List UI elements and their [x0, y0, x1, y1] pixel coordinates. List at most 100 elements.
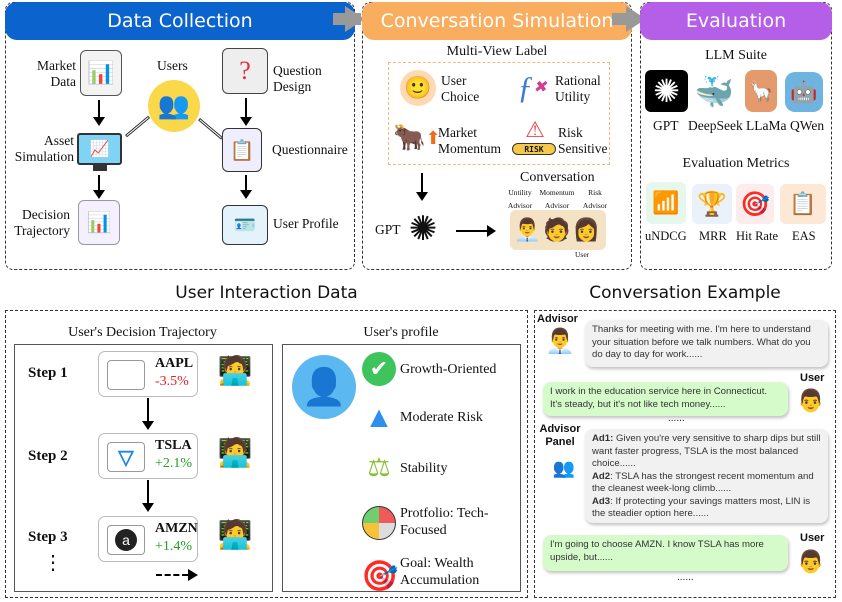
- ad1-message: Ad1: Given you're very sensitive to shar…: [592, 433, 821, 469]
- flow-arrow-icon: [345, 6, 365, 32]
- arrow-down: [142, 480, 154, 512]
- arrow-down: [93, 100, 105, 126]
- monitor-chart-icon: 📈: [77, 133, 122, 165]
- stock-card-aapl: AAPL -3.5%: [98, 351, 198, 397]
- hit-rate-target-icon: 🎯: [736, 184, 774, 224]
- advisor-label-risk: Risk Advisor: [582, 188, 608, 210]
- price-change: -3.5%: [155, 374, 189, 389]
- conversation-example-panel: [534, 310, 836, 598]
- stability-scale-icon: ⚖: [367, 453, 391, 482]
- price-change: +1.4%: [155, 539, 193, 554]
- openai-logo-icon: ✺: [408, 211, 438, 248]
- growth-check-icon: ✔: [362, 352, 396, 386]
- arrow-down: [240, 175, 252, 199]
- user-profile-icon: 🪪: [222, 205, 268, 245]
- profile-portfolio: Protfolio: Tech-Focused: [400, 506, 489, 538]
- trajectory-title: User's Decision Trajectory: [68, 325, 217, 340]
- profile-growth-oriented: Growth-Oriented: [400, 362, 497, 377]
- user-label: User: [800, 532, 825, 544]
- model-deepseek: DeepSeek: [688, 118, 743, 133]
- stock-card-amzn: a AMZN +1.4%: [98, 516, 198, 562]
- multi-view-label-box: [388, 62, 610, 165]
- user-laptop-icon: 🧑‍💻: [217, 438, 253, 469]
- arrow-down: [93, 175, 105, 199]
- advisor-label-utility: Untility Advisor: [507, 188, 533, 210]
- deepseek-whale-icon: 🐳: [694, 74, 734, 110]
- gpt-logo-icon: ✺: [645, 70, 688, 112]
- metric-mrr: MRR: [699, 229, 727, 243]
- stock-card-tsla: ▽ TSLA +2.1%: [98, 433, 198, 479]
- advisor-meeting-scene-icon: 👨‍💼🧑👩: [510, 210, 606, 250]
- user-avatar: 👨: [797, 549, 825, 574]
- market-data-label: Market Data: [37, 58, 76, 89]
- model-gpt: GPT: [653, 118, 679, 133]
- asset-simulation-label: Asset Simulation: [14, 133, 74, 164]
- tesla-logo-icon: ▽: [107, 442, 145, 472]
- ticker: TSLA: [155, 438, 192, 453]
- ad2-message: Ad2: TSLA has the strongest recent momen…: [592, 470, 814, 495]
- conversation-example-title: Conversation Example: [589, 283, 781, 303]
- moderate-risk-icon: ▲: [364, 401, 394, 434]
- user-profile-label: User Profile: [273, 216, 339, 231]
- user-choice-icon: 🙂: [400, 70, 436, 106]
- risk-warning-icon: ⚠: [525, 117, 545, 142]
- function-icon: ƒ✖: [517, 68, 547, 105]
- user-interaction-title: User Interaction Data: [175, 283, 358, 303]
- advisor-avatar: 👨‍💼: [545, 328, 575, 355]
- model-llama: LLaMa: [746, 118, 787, 133]
- bull-icon: 🐂⬆: [393, 123, 441, 152]
- advisor-panel-avatars: 👥: [552, 457, 576, 478]
- metric-eas: EAS: [792, 229, 816, 243]
- user-interaction-panel: [5, 310, 528, 598]
- decision-trajectory-icon: 📊: [78, 200, 120, 245]
- user-message: I'm going to choose AMZN. I know TSLA ha…: [543, 535, 788, 571]
- label-rational-utility: Rational Utility: [555, 73, 601, 104]
- model-qwen: QWen: [790, 118, 825, 133]
- arrow-right: [456, 225, 496, 237]
- evaluation-metrics-title: Evaluation Metrics: [682, 156, 790, 171]
- questionnaire-label: Questionnaire: [272, 142, 348, 157]
- mrr-trophy-icon: 🏆: [692, 184, 732, 224]
- continue-dashed-arrow: [156, 574, 188, 576]
- label-risk-sensitive: Risk Sensitive: [558, 125, 608, 156]
- step-2-label: Step 2: [28, 448, 68, 464]
- llama-icon: 🦙: [745, 70, 777, 112]
- questionnaire-icon: 📋: [222, 128, 262, 172]
- market-data-icon: 📊: [80, 50, 122, 96]
- profile-stability: Stability: [400, 461, 448, 476]
- user-avatar: 👨: [797, 388, 825, 413]
- arrow-down: [416, 173, 428, 201]
- question-design-icon: ?: [222, 48, 268, 94]
- trajectory-box: [14, 344, 273, 592]
- advisor-label-momentum: Momentum Advisor: [539, 188, 575, 210]
- decision-trajectory-label: Decision Trajectory: [14, 207, 70, 238]
- question-design-label: Question Design: [273, 63, 322, 94]
- goal-target-icon: 🎯: [361, 559, 399, 593]
- ellipsis: ......: [677, 572, 694, 583]
- users-icon: 👥: [148, 80, 200, 132]
- more-steps-ellipsis: ⋮: [43, 552, 63, 574]
- undcg-chart-icon: 📶: [646, 182, 686, 224]
- step-1-label: Step 1: [28, 365, 68, 381]
- gpt-label: GPT: [375, 222, 401, 237]
- step-3-label: Step 3: [28, 529, 68, 545]
- ticker: AMZN: [155, 521, 198, 536]
- ellipsis: ......: [668, 413, 685, 424]
- ticker: AAPL: [155, 356, 194, 371]
- continue-arrow-head: [188, 569, 198, 581]
- metric-hit-rate: Hit Rate: [736, 229, 779, 243]
- risk-badge: RISK: [512, 143, 556, 155]
- qwen-robot-icon: 🤖: [785, 72, 823, 112]
- llm-suite-title: LLM Suite: [705, 48, 767, 63]
- advisor-message: Thanks for meeting with me. I'm here to …: [585, 320, 828, 367]
- user-laptop-icon: 🧑‍💻: [217, 520, 253, 551]
- user-avatar: 👤: [292, 355, 356, 419]
- conversation-title: Conversation: [520, 170, 595, 185]
- multi-view-label-title: Multi-View Label: [446, 44, 548, 59]
- apple-logo-icon: [107, 360, 145, 390]
- user-message: I work in the education service here in …: [543, 382, 788, 416]
- portfolio-pie-icon: [362, 506, 396, 540]
- advisor-panel-label: Advisor Panel: [539, 423, 581, 448]
- price-change: +2.1%: [155, 456, 193, 471]
- label-market-momentum: Market Momentum: [438, 125, 501, 156]
